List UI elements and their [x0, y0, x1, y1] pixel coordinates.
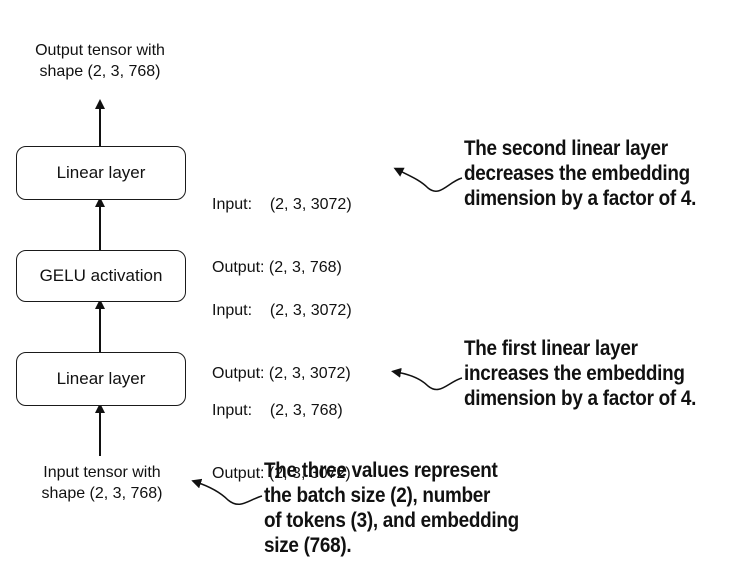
note-line: size (768). [264, 534, 352, 557]
note-line: decreases the embedding [464, 162, 690, 185]
input-tensor-line1: Input tensor with [43, 464, 161, 481]
io-output-text: Output: (2, 3, 768) [212, 259, 342, 276]
output-tensor-label: Output tensor with shape (2, 3, 768) [10, 40, 190, 82]
io-input-text: Input: (2, 3, 3072) [212, 302, 352, 319]
callout-arrow-second-linear [393, 167, 463, 192]
output-tensor-line2: shape (2, 3, 768) [39, 63, 161, 80]
note-first-linear-layer: The first linear layer increases the emb… [464, 336, 696, 411]
callout-arrow-input-values [191, 478, 263, 505]
gelu-activation-label: GELU activation [39, 266, 163, 285]
linear-layer-first-label: Linear layer [56, 369, 146, 388]
gelu-activation-io: Input: (2, 3, 3072) Output: (2, 3, 3072) [212, 258, 352, 405]
note-line: of tokens (3), and embedding [264, 509, 519, 532]
linear-layer-first-box: Linear layer [16, 352, 186, 406]
note-line: the batch size (2), number [264, 484, 491, 507]
linear-layer-second-io: Input: (2, 3, 3072) Output: (2, 3, 768) [212, 152, 352, 299]
input-tensor-label: Input tensor with shape (2, 3, 768) [12, 462, 192, 504]
io-output-text: Output: (2, 3, 3072) [212, 365, 351, 382]
note-line: The three values represent [264, 459, 498, 482]
io-input-text: Input: (2, 3, 768) [212, 402, 343, 419]
callout-arrow-first-linear [391, 367, 463, 391]
gelu-activation-box: GELU activation [16, 250, 186, 302]
note-line: dimension by a factor of 4. [464, 387, 697, 410]
output-tensor-line1: Output tensor with [35, 42, 165, 59]
io-output-text: Output: (2, 3, 3072) [212, 465, 351, 482]
input-tensor-line2: shape (2, 3, 768) [41, 485, 163, 502]
linear-layer-second-box: Linear layer [16, 146, 186, 200]
note-line: dimension by a factor of 4. [464, 187, 697, 210]
linear-layer-first-io: Input: (2, 3, 768) Output: (2, 3, 3072) [212, 358, 351, 505]
linear-layer-second-label: Linear layer [56, 163, 146, 182]
note-line: increases the embedding [464, 362, 685, 385]
note-second-linear-layer: The second linear layer decreases the em… [464, 136, 696, 211]
note-input-values: The three values represent the batch siz… [264, 458, 519, 558]
note-line: The second linear layer [464, 137, 668, 160]
io-input-text: Input: (2, 3, 3072) [212, 196, 352, 213]
note-line: The first linear layer [464, 337, 638, 360]
